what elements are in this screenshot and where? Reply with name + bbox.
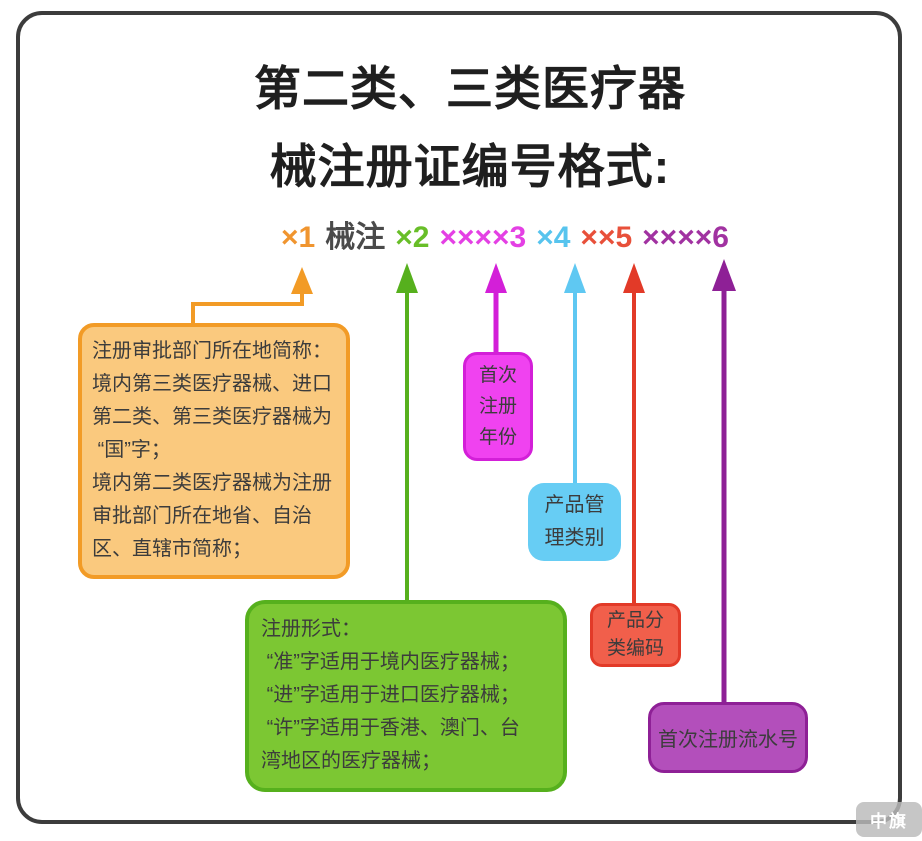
- formula-segment-x4: ×4: [536, 221, 571, 254]
- page-title: 第二类、三类医疗器 械注册证编号格式:: [30, 50, 910, 206]
- callout-first-registration-year: 首次 注册 年份: [463, 352, 533, 461]
- callout-registration-form: 注册形式： “准”字适用于境内医疗器械； “进”字适用于进口医疗器械； “许”字…: [245, 600, 567, 792]
- callout-registration-form-text: 注册形式： “准”字适用于境内医疗器械； “进”字适用于进口医疗器械； “许”字…: [261, 618, 520, 772]
- formula-segment-x2: ×2: [395, 221, 430, 254]
- watermark-text: 中旗: [870, 812, 908, 831]
- callout-product-management-category: 产品管 理类别: [528, 483, 621, 561]
- watermark-badge: 中旗: [856, 802, 922, 837]
- formula-segment-xiezhu: 械注: [325, 221, 386, 254]
- page-title-line2: 械注册证编号格式:: [269, 140, 671, 193]
- formula-segment-x6: ××××6: [642, 221, 729, 254]
- formula-segment-x1: ×1: [281, 221, 316, 254]
- callout-product-management-category-text: 产品管 理类别: [544, 494, 605, 549]
- callout-first-registration-serial-text: 首次注册流水号: [658, 729, 798, 751]
- page-title-line1: 第二类、三类医疗器: [254, 62, 686, 115]
- callout-first-registration-serial: 首次注册流水号: [648, 702, 808, 773]
- outer-border-frame: [16, 11, 902, 824]
- certificate-number-formula: ×1 械注 ×2 ××××3 ×4 ××5 ××××6: [281, 221, 729, 255]
- callout-registration-authority: 注册审批部门所在地简称： 境内第三类医疗器械、进口 第二类、第三类医疗器械为 “…: [78, 323, 350, 579]
- callout-product-classification-code: 产品分 类编码: [590, 603, 681, 667]
- callout-registration-authority-text: 注册审批部门所在地简称： 境内第三类医疗器械、进口 第二类、第三类医疗器械为 “…: [92, 340, 332, 560]
- formula-segment-x5: ××5: [580, 221, 633, 254]
- callout-product-classification-code-text: 产品分 类编码: [606, 610, 664, 659]
- formula-segment-x3: ××××3: [439, 221, 527, 254]
- callout-first-registration-year-text: 首次 注册 年份: [478, 365, 517, 448]
